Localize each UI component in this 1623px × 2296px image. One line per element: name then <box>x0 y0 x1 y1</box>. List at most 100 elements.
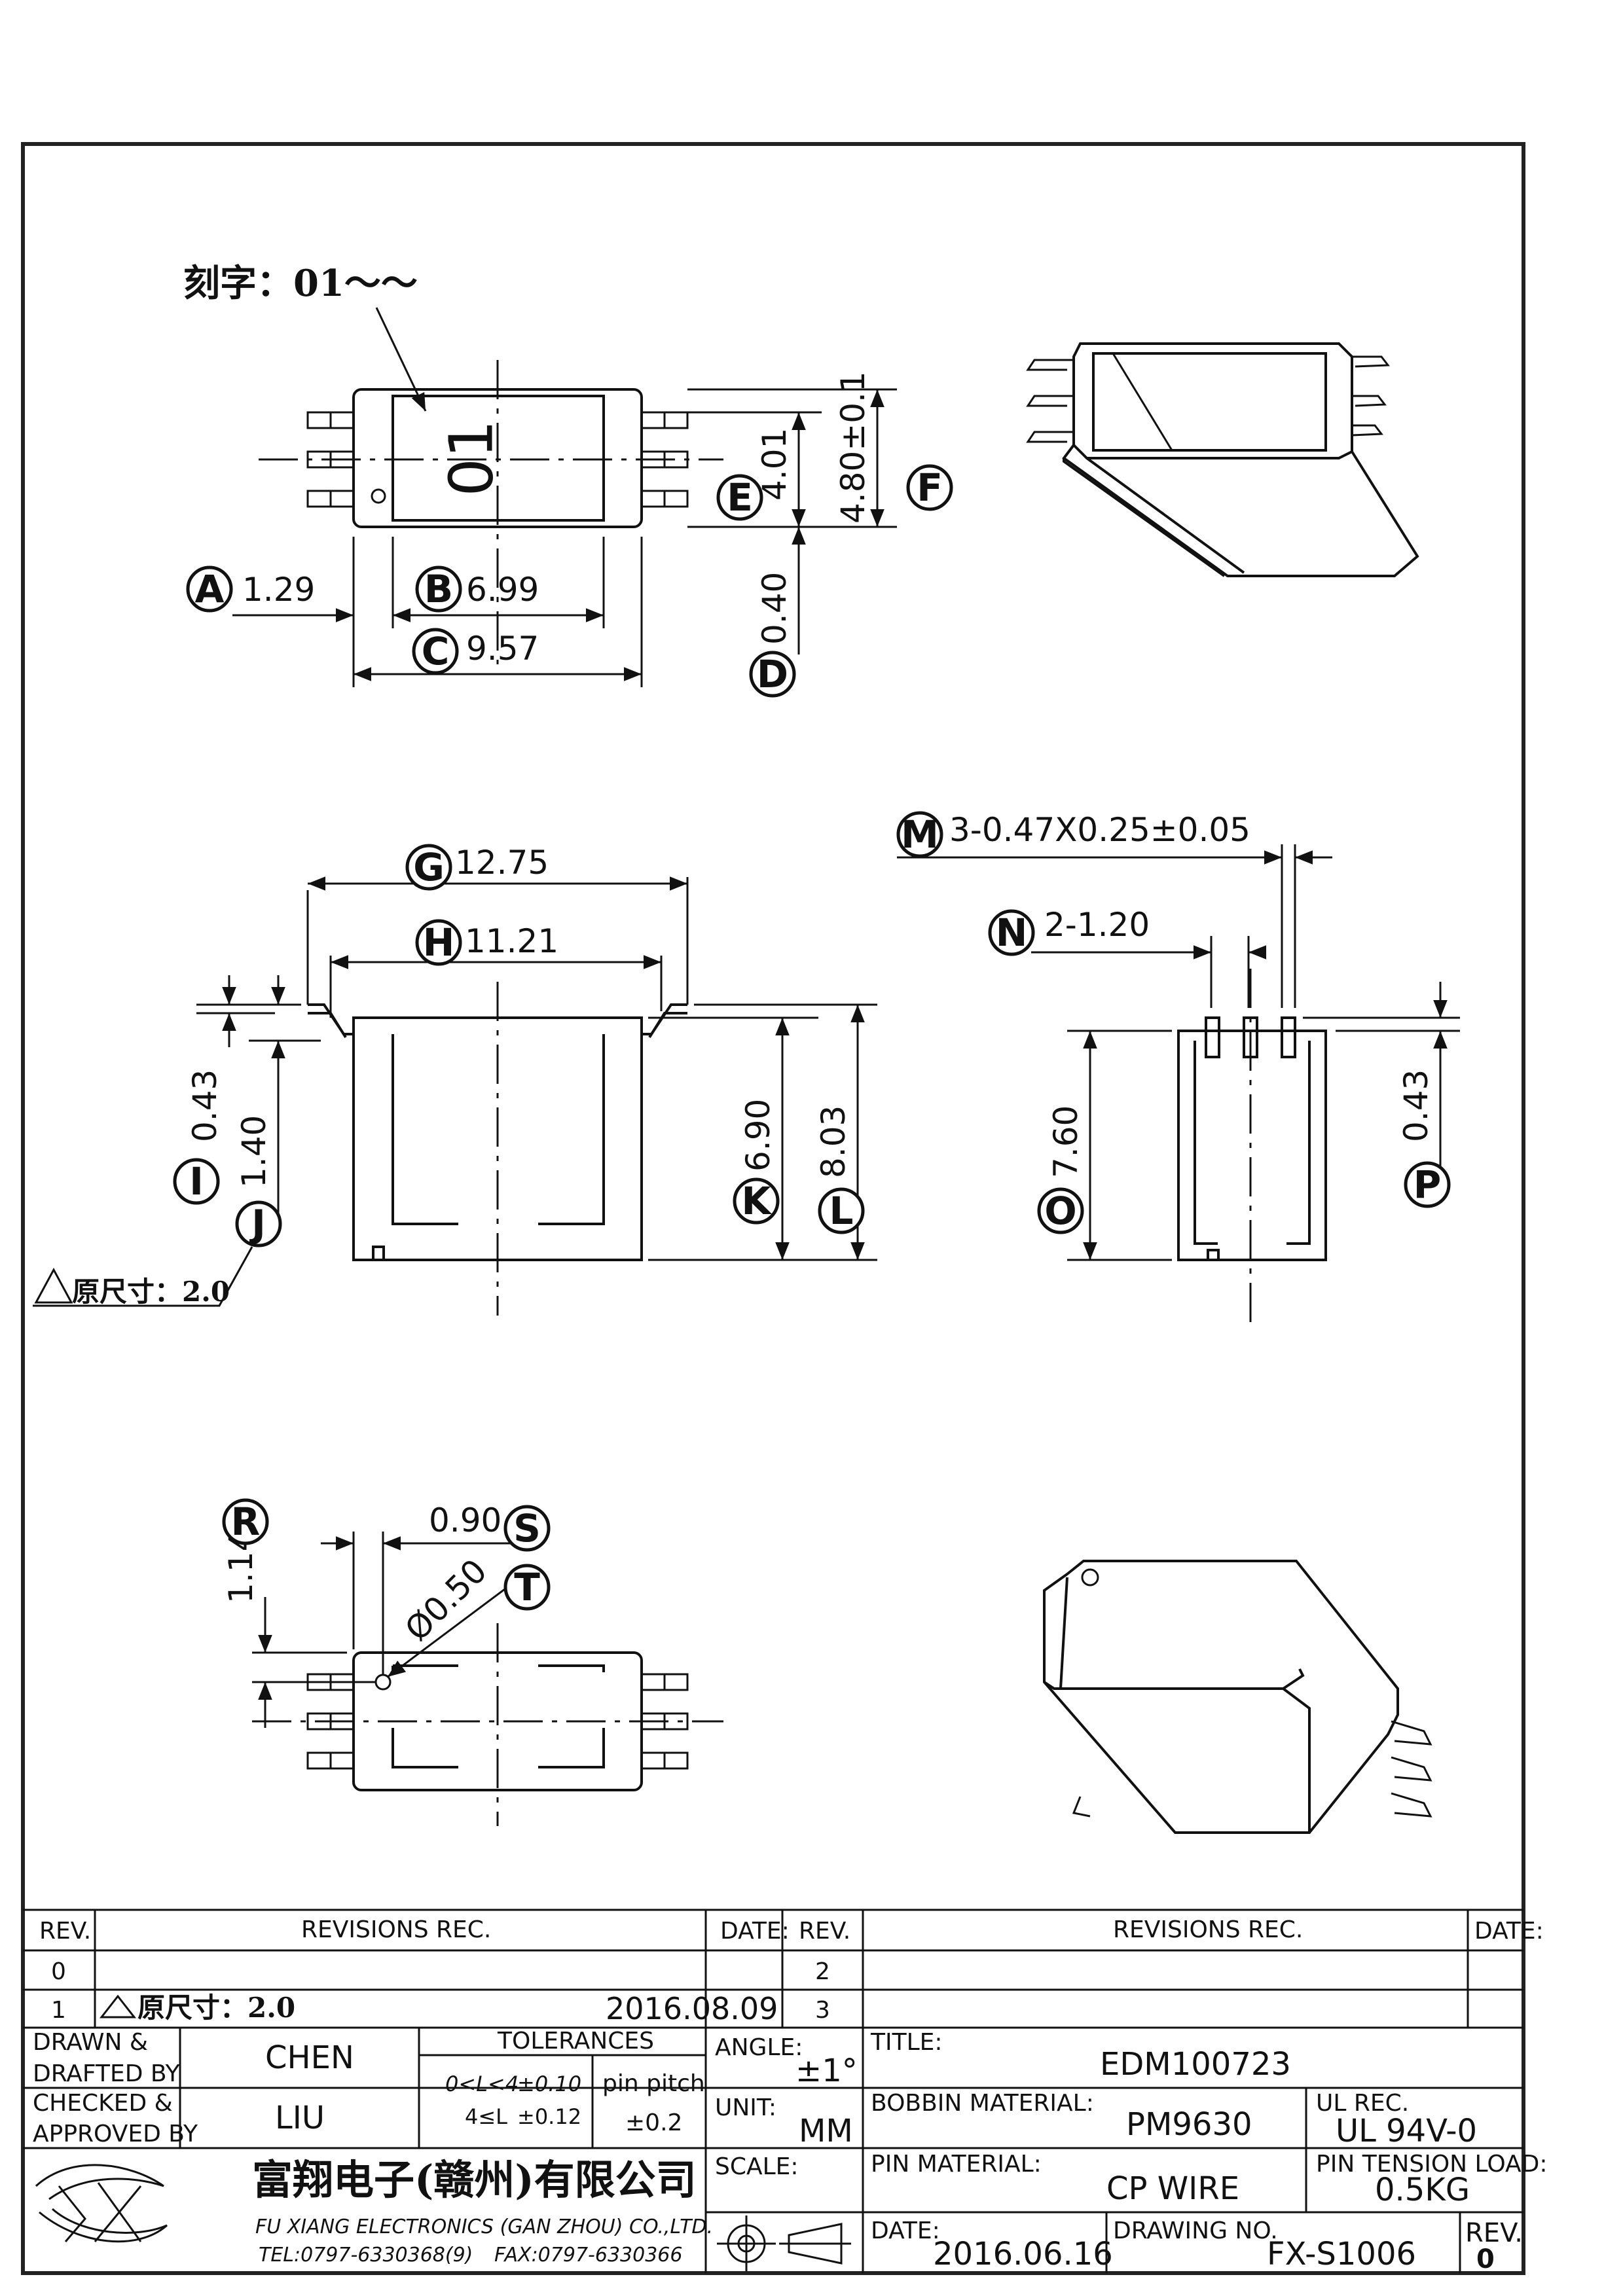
svg-text:F: F <box>917 465 943 510</box>
pin-material-value: CP WIRE <box>1106 2170 1239 2207</box>
pin-tension-value: 0.5KG <box>1375 2172 1470 2208</box>
unit-value: MM <box>799 2113 853 2149</box>
bubble-K: K <box>733 1177 780 1225</box>
bubble-R: R <box>222 1498 269 1545</box>
dim-value-N: 2-1.20 <box>1044 906 1150 944</box>
dim-value-D: 0.40 <box>756 572 793 645</box>
bubble-B: B <box>415 565 462 613</box>
engraving-note: 刻字：01～～ <box>183 262 418 305</box>
marking-text: 01 <box>437 420 507 496</box>
title-label: TITLE: <box>870 2029 943 2056</box>
bubble-F: F <box>906 464 953 511</box>
company-logo-icon <box>35 2164 168 2243</box>
checked-label-1: CHECKED & <box>33 2090 173 2117</box>
date-header: DATE: <box>720 1918 790 1945</box>
unit-label: UNIT: <box>715 2094 776 2121</box>
ul-label: UL REC. <box>1316 2090 1409 2117</box>
iso-view-top <box>1026 342 1419 577</box>
top-view: 刻字：01～～ 01 <box>183 262 897 687</box>
svg-text:S: S <box>513 1506 541 1551</box>
drawn-by-value: CHEN <box>265 2039 354 2076</box>
bubble-I: I <box>173 1158 220 1205</box>
dim-value-M: 3-0.47X0.25±0.05 <box>949 811 1250 849</box>
dim-value-L: 8.03 <box>814 1105 852 1178</box>
bubble-D: D <box>749 651 796 698</box>
bubble-P: P <box>1404 1161 1451 1208</box>
svg-text:J: J <box>249 1202 266 1246</box>
iso-view-bottom <box>1043 1560 1432 1834</box>
original-size-note: 原尺寸：2.0 <box>72 1276 230 1308</box>
bubble-E: E <box>716 474 763 521</box>
side-view <box>897 844 1460 1325</box>
rev-header: REV. <box>39 1918 91 1945</box>
tolerances-label: TOLERANCES <box>497 2028 654 2054</box>
angle-value: ±1° <box>795 2053 858 2089</box>
svg-text:T: T <box>514 1565 540 1609</box>
company-tel: TEL:0797-6330368(9) <box>259 2244 473 2267</box>
pin-material-label: PIN MATERIAL: <box>871 2151 1042 2178</box>
date-label: DATE: <box>871 2217 940 2244</box>
drawn-label-2: DRAFTED BY <box>33 2060 181 2087</box>
bubble-M: M <box>896 811 943 858</box>
drawing-no-label: DRAWING NO. <box>1113 2217 1278 2244</box>
rev-3: 3 <box>815 1997 830 2024</box>
rev-label: REV. <box>1465 2218 1523 2248</box>
ul-value: UL 94V-0 <box>1336 2113 1477 2149</box>
dim-value-A: 1.29 <box>242 571 315 609</box>
date-value: 2016.06.16 <box>933 2236 1113 2272</box>
pin-pitch-value: ±0.2 <box>625 2109 682 2136</box>
company-fax: FAX:0797-6330366 <box>494 2244 682 2267</box>
bubble-L: L <box>818 1187 865 1234</box>
dim-value-C: 9.57 <box>466 630 539 668</box>
rev-0: 0 <box>51 1958 66 1985</box>
bubble-H: H <box>415 919 462 966</box>
rev-1: 1 <box>51 1997 66 2024</box>
revision-triangle-icon <box>99 1994 137 2018</box>
dim-value-E: 4.01 <box>756 428 793 501</box>
svg-text:M: M <box>901 812 939 857</box>
svg-text:D: D <box>757 652 788 696</box>
svg-text:K: K <box>742 1179 773 1223</box>
company-name-en: FU XIANG ELECTRONICS (GAN ZHOU) CO.,LTD. <box>255 2215 713 2238</box>
dimension-bubbles: A B C D E F G H I J K L M N O P R S T <box>173 464 1451 1611</box>
tol-value-2: ±0.12 <box>517 2104 581 2129</box>
dim-value-P: 0.43 <box>1397 1069 1435 1142</box>
title-block: REV. REVISIONS REC. DATE: REV. REVISIONS… <box>23 1909 1548 2274</box>
revisions-header: REVISIONS REC. <box>301 1916 491 1943</box>
dim-value-O: 7.60 <box>1047 1105 1085 1178</box>
date-header-right: DATE: <box>1474 1918 1544 1945</box>
bubble-N: N <box>988 909 1035 956</box>
checked-by-value: LIU <box>275 2100 325 2136</box>
bubble-C: C <box>412 628 459 675</box>
bottom-view: Ø0.50 <box>252 1532 723 1826</box>
drawn-label-1: DRAWN & <box>33 2029 148 2056</box>
svg-text:N: N <box>996 910 1028 955</box>
bubble-O: O <box>1037 1187 1084 1234</box>
dim-value-B: 6.99 <box>466 571 539 609</box>
bubble-J: J <box>235 1200 282 1247</box>
front-view: 原尺寸：2.0 <box>33 876 877 1316</box>
rev-2: 2 <box>815 1958 830 1985</box>
svg-text:E: E <box>727 475 753 520</box>
svg-text:I: I <box>189 1159 204 1204</box>
svg-text:R: R <box>231 1499 261 1544</box>
svg-text:G: G <box>413 845 445 889</box>
drawing-no-value: FX-S1006 <box>1267 2236 1416 2272</box>
company-name-cn: 富翔电子(赣州)有限公司 <box>252 2156 697 2204</box>
checked-label-2: APPROVED BY <box>33 2121 198 2147</box>
dim-value-F: 4.80±0.1 <box>834 371 872 524</box>
rev-1-date: 2016.08.09 <box>606 1991 778 2026</box>
bubble-S: S <box>503 1505 551 1552</box>
title-value: EDM100723 <box>1100 2046 1291 2083</box>
dim-value-J: 1.40 <box>235 1115 273 1188</box>
bubble-T: T <box>503 1564 551 1611</box>
pin-pitch-label: pin pitch <box>602 2070 705 2097</box>
rev-1-text: 原尺寸：2.0 <box>137 1992 295 2024</box>
svg-text:P: P <box>1413 1162 1442 1207</box>
angle-label: ANGLE: <box>715 2034 803 2061</box>
bubble-G: G <box>405 844 452 891</box>
dim-value-S: 0.90 <box>429 1501 501 1539</box>
pin-tension-label: PIN TENSION LOAD: <box>1316 2151 1548 2178</box>
svg-text:B: B <box>424 567 453 611</box>
svg-text:H: H <box>423 920 455 965</box>
